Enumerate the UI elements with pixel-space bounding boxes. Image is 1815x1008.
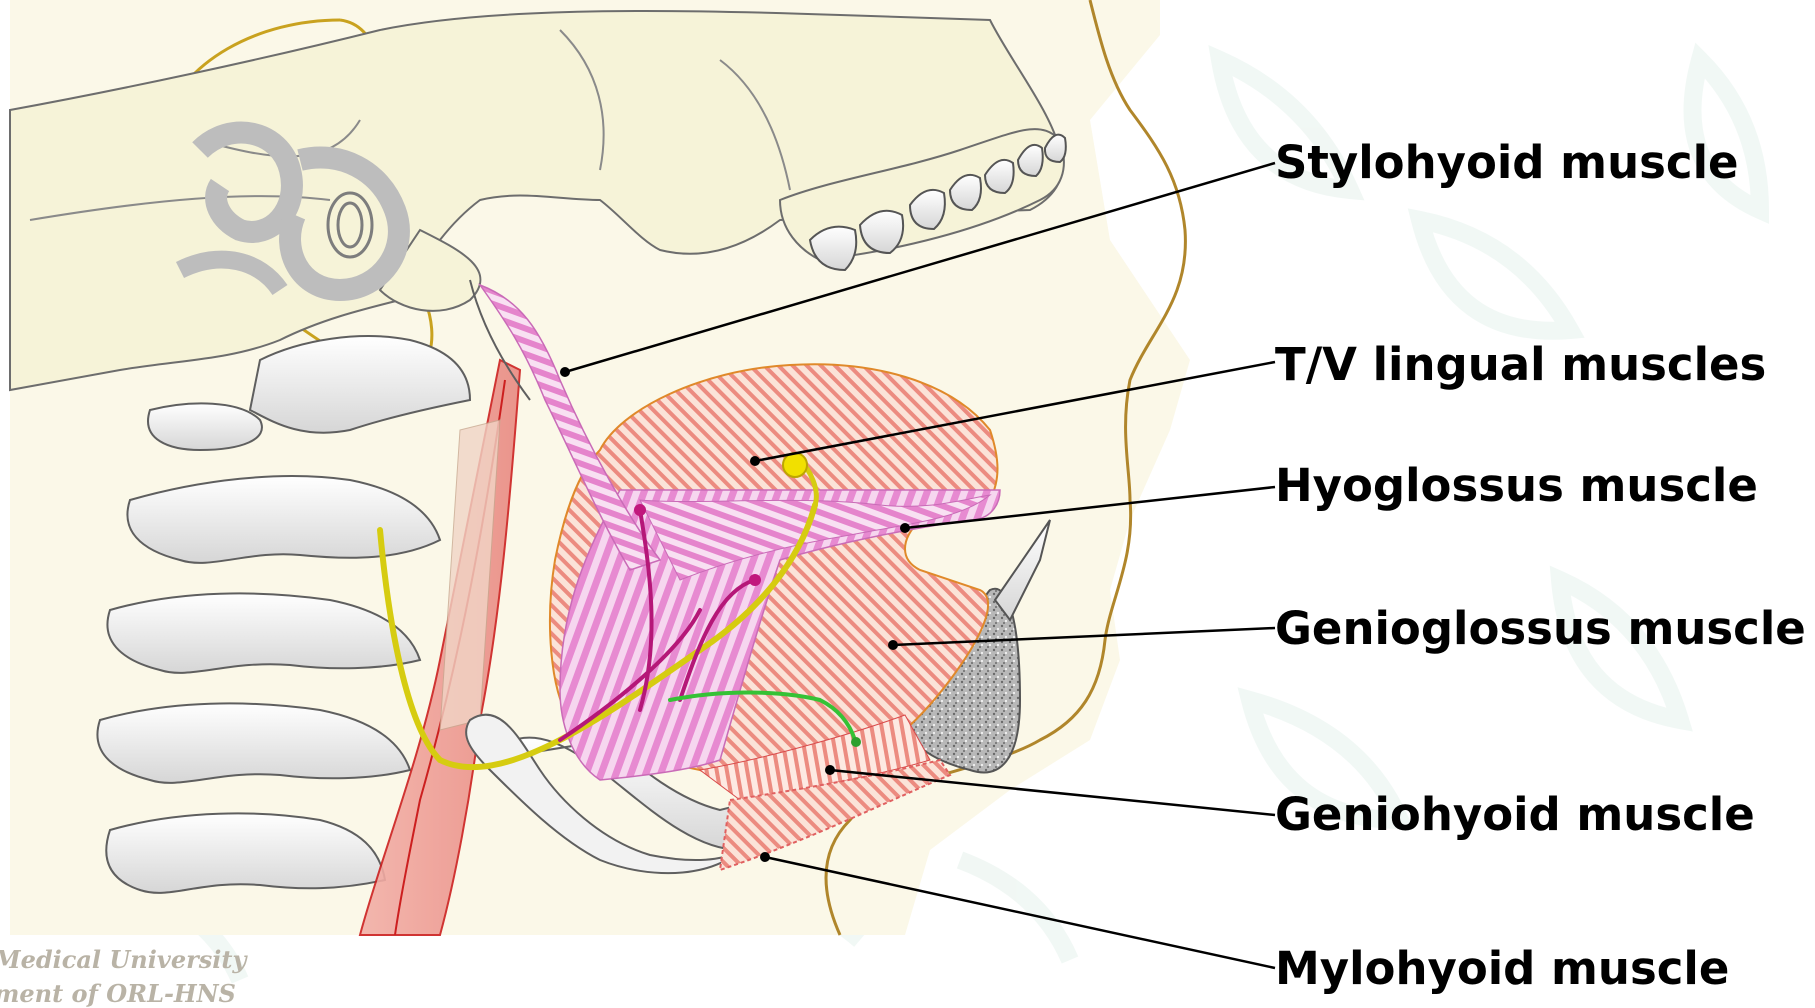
nerve-node-pink-2 [749, 574, 761, 586]
nerve-node-yellow [783, 453, 807, 477]
label-hyoglossus: Hyoglossus muscle [1275, 463, 1758, 508]
label-geniohyoid: Geniohyoid muscle [1275, 792, 1755, 837]
watermark-line-2: ment of ORL-HNS [0, 982, 236, 1006]
nerve-node-green [851, 737, 861, 747]
label-mylohyoid: Mylohyoid muscle [1275, 946, 1729, 991]
label-tv-lingual: T/V lingual muscles [1275, 342, 1766, 387]
label-stylohyoid: Stylohyoid muscle [1275, 140, 1739, 185]
label-genioglossus: Genioglossus muscle [1275, 606, 1806, 651]
nerve-node-pink [634, 504, 646, 516]
watermark-line-1: Medical University [0, 948, 246, 972]
